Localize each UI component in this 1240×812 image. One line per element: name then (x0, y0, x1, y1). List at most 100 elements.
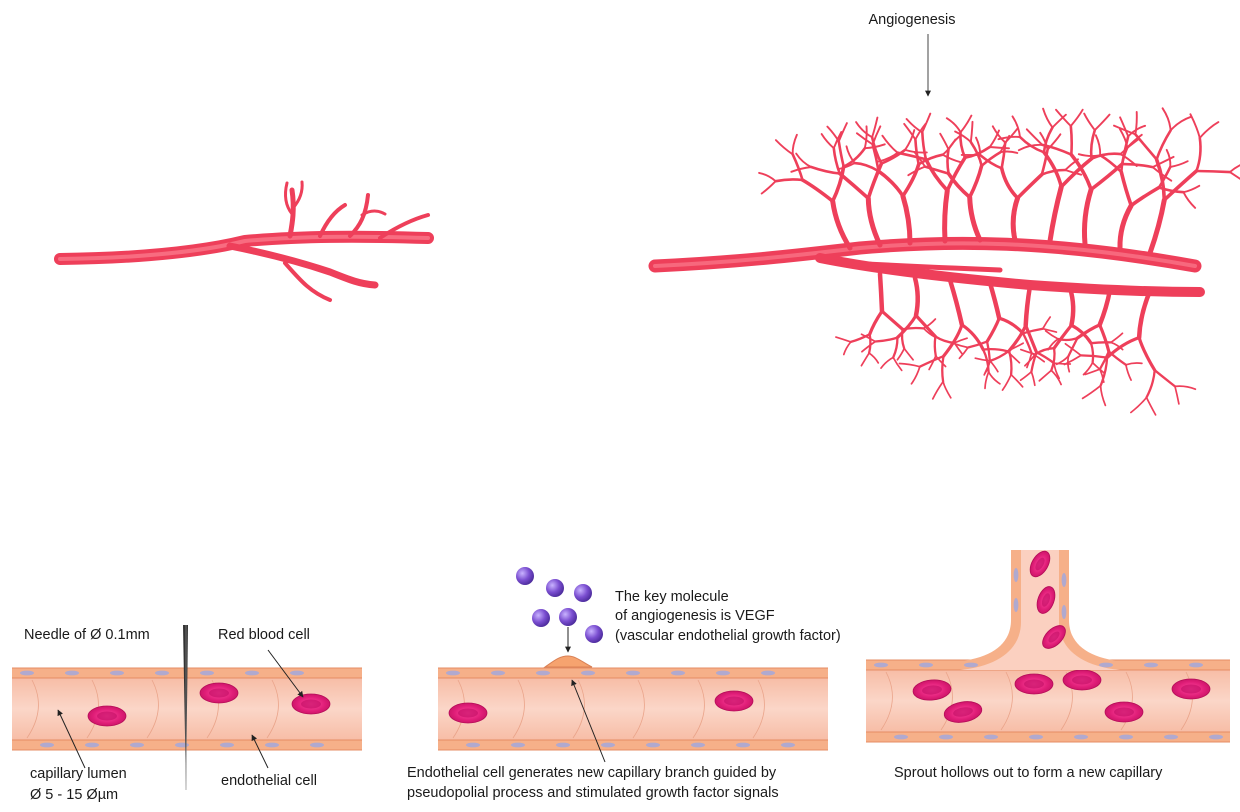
capillary-branch (1151, 155, 1175, 169)
capillary-branch (1134, 111, 1138, 136)
capillary-branch (1130, 396, 1148, 414)
capillary-branch (1010, 373, 1024, 388)
vegf-molecule (516, 567, 534, 585)
capillary-branch (820, 133, 835, 150)
vegf-label-line-2: of angiogenesis is VEGF (615, 608, 775, 624)
capillary-branch (1050, 347, 1056, 372)
capillary-branch (1025, 128, 1044, 146)
red-blood-cell (199, 682, 239, 704)
endothelial-nucleus (601, 742, 615, 748)
endothelial-nucleus (65, 670, 79, 676)
capillary-branch (1105, 336, 1141, 360)
capillary-branch (874, 336, 899, 343)
capillary-branch (860, 352, 870, 367)
capillary-branch (913, 151, 926, 168)
capillary-branch (1063, 354, 1082, 366)
capillary-lumen (438, 678, 828, 740)
capillary-branch (953, 342, 969, 349)
capillary-branch (1055, 355, 1070, 366)
capillary-branch (892, 356, 903, 372)
capillary-branch (861, 340, 877, 353)
capillary-branch (901, 162, 921, 198)
endothelial-nucleus (40, 742, 54, 748)
capillary-branch (855, 132, 874, 146)
capillary-lumen-label: capillary lumen (30, 766, 127, 782)
capillary-branch (1089, 342, 1095, 364)
capillary-branch (1042, 150, 1064, 189)
capillary-branch (903, 347, 914, 361)
capillary-branch (1041, 327, 1058, 333)
capillary-branch (866, 161, 884, 201)
capillary-branch (966, 340, 989, 349)
capillary-branch (1145, 369, 1156, 399)
capillary-branch (1162, 169, 1199, 202)
capillary-branch (1042, 107, 1054, 129)
capillary-branch (907, 165, 926, 177)
angiogenesis-label-group: Angiogenesis (868, 12, 956, 97)
capillary-branch (1051, 113, 1067, 129)
capillary-branch (1110, 332, 1124, 344)
capillary-branch (1075, 323, 1102, 340)
endothelial-nucleus (556, 742, 570, 748)
capillary-branch (921, 112, 932, 134)
vegf-molecule (574, 584, 592, 602)
capillary-branch (1195, 136, 1202, 173)
capillary-branch (1125, 362, 1143, 366)
endothelial-nucleus (939, 734, 953, 740)
capillary-branch (1137, 336, 1157, 372)
endothelial-nucleus (220, 742, 234, 748)
capillary-branch (934, 355, 947, 368)
capillary-branch (934, 335, 956, 345)
capillary-branch (790, 166, 813, 173)
red-blood-cell (912, 679, 952, 701)
capillary-branch (881, 134, 899, 154)
capillary-branch (1001, 373, 1012, 391)
capillary-branch (835, 336, 852, 343)
endothelial-nucleus (511, 742, 525, 748)
capillary-branch (1091, 361, 1105, 374)
capillary-branch (917, 153, 944, 166)
capillary-branch (1081, 384, 1102, 400)
branch-label-line-2: pseudopolial process and stimulated grow… (407, 785, 779, 801)
capillary-branch (1053, 362, 1072, 365)
capillary-branch (1155, 129, 1172, 161)
capillary-branch (1082, 361, 1094, 376)
capillary-branch (1182, 184, 1201, 194)
capillary-branch (988, 146, 1010, 150)
endothelial-nucleus (1164, 734, 1178, 740)
capillary-branch (791, 133, 798, 156)
capillary-branch (987, 371, 1001, 385)
capillary-branch (791, 153, 804, 182)
vegf-label-line-3: (vascular endothelial growth factor) (615, 628, 841, 644)
capillary-branch (983, 360, 992, 376)
endothelial-nucleus (781, 742, 795, 748)
sprout-label: Sprout hollows out to form a new capilla… (894, 765, 1163, 781)
capillary-branch (1052, 323, 1073, 350)
red-blood-cell (1104, 701, 1144, 723)
capillary-branch (1136, 288, 1153, 340)
capillary-branch (1038, 369, 1053, 382)
capillary-branch (912, 275, 920, 318)
endothelial-nucleus (1099, 662, 1113, 668)
capillary-branch (760, 180, 777, 195)
capillary-branch (880, 148, 907, 165)
red-blood-cell (1042, 625, 1066, 649)
capillary-branch (947, 277, 965, 328)
capillary-branch (1120, 146, 1129, 174)
capillary-branch (1007, 323, 1028, 353)
capillary-branch (954, 130, 972, 143)
capillary-branch (1056, 336, 1079, 342)
capillary-branch (1010, 195, 1021, 243)
capillary-branch (1157, 186, 1185, 194)
capillary-branch (975, 136, 982, 157)
capillary-branch (941, 355, 945, 383)
capillary-branch (1024, 353, 1037, 367)
capillary-branch (1129, 185, 1161, 208)
vegf-molecule (546, 579, 564, 597)
capillary-branch (1059, 156, 1094, 189)
capillary-branch (1134, 133, 1158, 161)
capillary-branch (1118, 127, 1129, 149)
endothelial-nucleus (761, 670, 775, 676)
capillary-branch (947, 135, 961, 151)
capillary-branch (903, 122, 917, 141)
